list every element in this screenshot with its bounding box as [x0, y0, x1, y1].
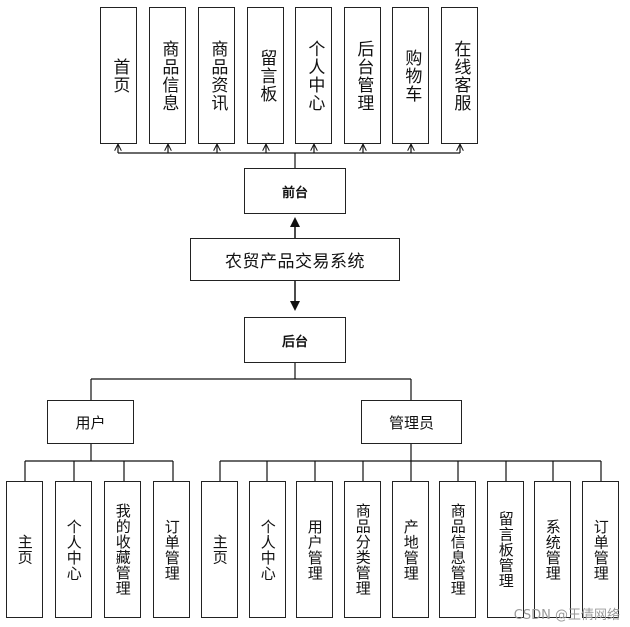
admin-module-categories: 商品分类管理: [344, 481, 381, 618]
front-node: 前台: [244, 168, 346, 214]
user-connectors: [24, 444, 174, 481]
front-module-message-board: 留言板: [247, 7, 284, 144]
admin-module-users: 用户管理: [296, 481, 333, 618]
admin-module-system: 系统管理: [534, 481, 571, 618]
user-module-personal-center: 个人中心: [55, 481, 92, 618]
node-label: 个人中心: [258, 518, 277, 581]
node-label: 后台管理: [353, 39, 374, 112]
user-module-home: 主页: [6, 481, 43, 618]
front-module-home: 首页: [100, 7, 137, 144]
node-label: 商品信息管理: [448, 503, 467, 596]
admin-connectors: [219, 444, 602, 481]
node-label: 后台: [281, 334, 308, 350]
node-label: 主页: [210, 534, 229, 565]
node-label: 留言板管理: [496, 510, 515, 589]
node-label: 产地管理: [401, 518, 420, 581]
front-module-product-news: 商品资讯: [198, 7, 235, 144]
front-module-personal-center: 个人中心: [295, 7, 332, 144]
node-label: 商品分类管理: [353, 503, 372, 596]
node-label: 购物车: [401, 48, 422, 103]
front-module-product-info: 商品信息: [149, 7, 186, 144]
node-label: 用户管理: [305, 518, 324, 581]
user-node: 用户: [47, 400, 134, 444]
node-label: 个人中心: [64, 518, 83, 581]
admin-module-personal-center: 个人中心: [249, 481, 286, 618]
admin-module-orders: 订单管理: [582, 481, 619, 618]
front-module-online-service: 在线客服: [441, 7, 478, 144]
node-label: 首页: [109, 57, 130, 94]
node-label: 主页: [15, 534, 34, 565]
node-label: 留言板: [256, 48, 277, 103]
user-module-favorites: 我的收藏管理: [104, 481, 141, 618]
node-label: 前台: [281, 185, 308, 201]
admin-module-home: 主页: [201, 481, 238, 618]
node-label: 我的收藏管理: [113, 503, 132, 596]
node-label: 订单管理: [162, 518, 181, 581]
admin-node: 管理员: [361, 400, 462, 444]
node-label: 在线客服: [450, 39, 471, 112]
front-module-admin-backend: 后台管理: [344, 7, 381, 144]
admin-module-product-info: 商品信息管理: [439, 481, 476, 618]
front-connectors: [118, 145, 460, 171]
admin-module-message-board: 留言板管理: [487, 481, 524, 618]
node-label: 系统管理: [543, 518, 562, 581]
node-label: 用户: [75, 413, 106, 432]
front-module-cart: 购物车: [392, 7, 429, 144]
root-node: 农贸产品交易系统: [190, 238, 400, 281]
watermark: CSDN @王倩网络: [513, 608, 620, 623]
node-label: 商品信息: [158, 39, 179, 112]
node-label: 农贸产品交易系统: [225, 252, 365, 272]
node-label: 个人中心: [304, 39, 325, 112]
node-label: 商品资讯: [207, 39, 228, 112]
user-module-orders: 订单管理: [153, 481, 190, 618]
back-node: 后台: [244, 317, 346, 363]
node-label: 管理员: [388, 413, 434, 432]
node-label: 订单管理: [591, 518, 610, 581]
back-connectors: [90, 362, 412, 400]
admin-module-origins: 产地管理: [392, 481, 429, 618]
